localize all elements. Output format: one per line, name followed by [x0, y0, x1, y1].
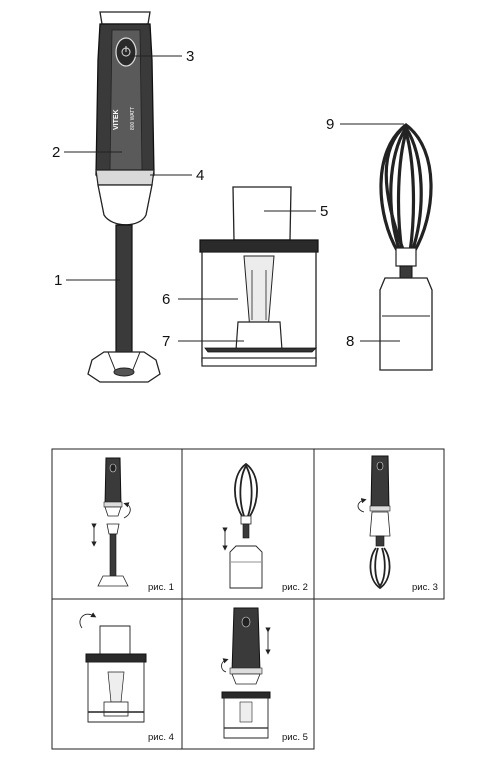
step-3-label: рис. 3 [412, 582, 438, 593]
hand-blender: VITEK 800 WATT [87, 11, 161, 383]
step-2-illustration: рис. 2 [222, 462, 308, 593]
brand-logo: VITEK [113, 109, 120, 130]
chopper-blade [204, 347, 317, 353]
blade-guard [87, 351, 161, 383]
step-3-illustration: рис. 3 [357, 455, 438, 593]
callout-8: 8 [346, 333, 354, 350]
power-rating: 800 WATT [130, 107, 136, 130]
whisk-collar [395, 247, 417, 267]
callout-7: 7 [162, 333, 170, 350]
neck [97, 184, 153, 226]
step-frame-3 [313, 448, 445, 600]
step-4-label: рис. 4 [148, 732, 174, 743]
blender-top-cap [99, 11, 151, 25]
callout-9: 9 [326, 116, 334, 133]
callout-4: 4 [196, 167, 204, 184]
callout-5: 5 [320, 203, 328, 220]
step-1-label: рис. 1 [148, 582, 174, 593]
blender-shaft [115, 224, 133, 356]
whisk-wires [379, 123, 433, 253]
step-1-illustration: рис. 1 [91, 457, 174, 593]
chopper-attachment [199, 186, 319, 367]
collar [95, 169, 155, 186]
whisk-attachment [379, 123, 433, 371]
callout-6: 6 [162, 291, 170, 308]
callout-labels: 1 2 3 4 5 6 7 8 9 [52, 48, 354, 350]
whisk-gearbox [379, 277, 433, 371]
chopper-lid [199, 239, 319, 253]
step-5-label: рис. 5 [282, 732, 308, 743]
step-frame-5 [181, 598, 315, 750]
step-4-illustration: рис. 4 [79, 612, 174, 743]
parts-diagram: VITEK 800 WATT [52, 11, 433, 383]
step-2-label: рис. 2 [282, 582, 308, 593]
callout-3: 3 [186, 48, 194, 65]
chopper-top [232, 186, 292, 241]
assembly-steps: рис. 1 рис. 2 рис. 3 [51, 448, 445, 750]
blade-hub [235, 321, 283, 351]
callout-2: 2 [52, 144, 60, 161]
callout-lines [64, 55, 404, 342]
step-5-illustration: рис. 5 [221, 607, 308, 743]
callout-1: 1 [54, 272, 62, 289]
